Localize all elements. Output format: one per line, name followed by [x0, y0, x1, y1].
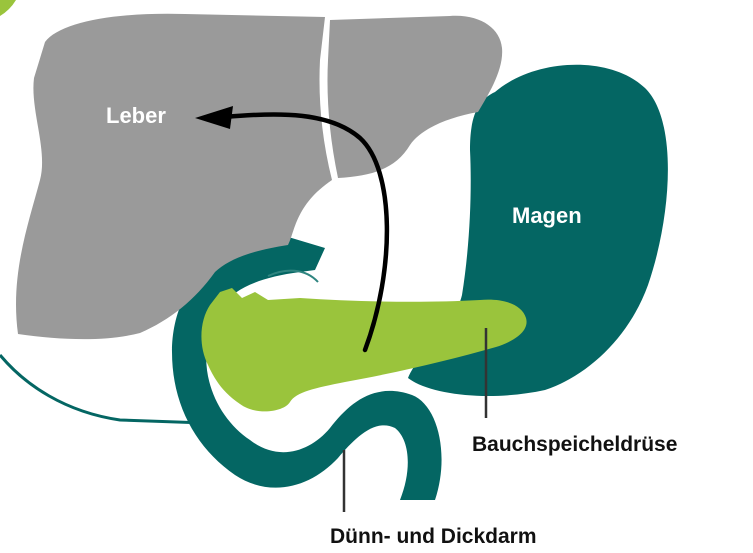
label-pancreas: Bauchspeicheldrüse	[472, 433, 677, 456]
label-liver: Leber	[106, 103, 166, 128]
label-stomach: Magen	[512, 203, 582, 228]
liver-shape	[16, 14, 332, 339]
corner-accent	[0, 0, 16, 16]
label-intestine: Dünn- und Dickdarm	[330, 525, 537, 548]
